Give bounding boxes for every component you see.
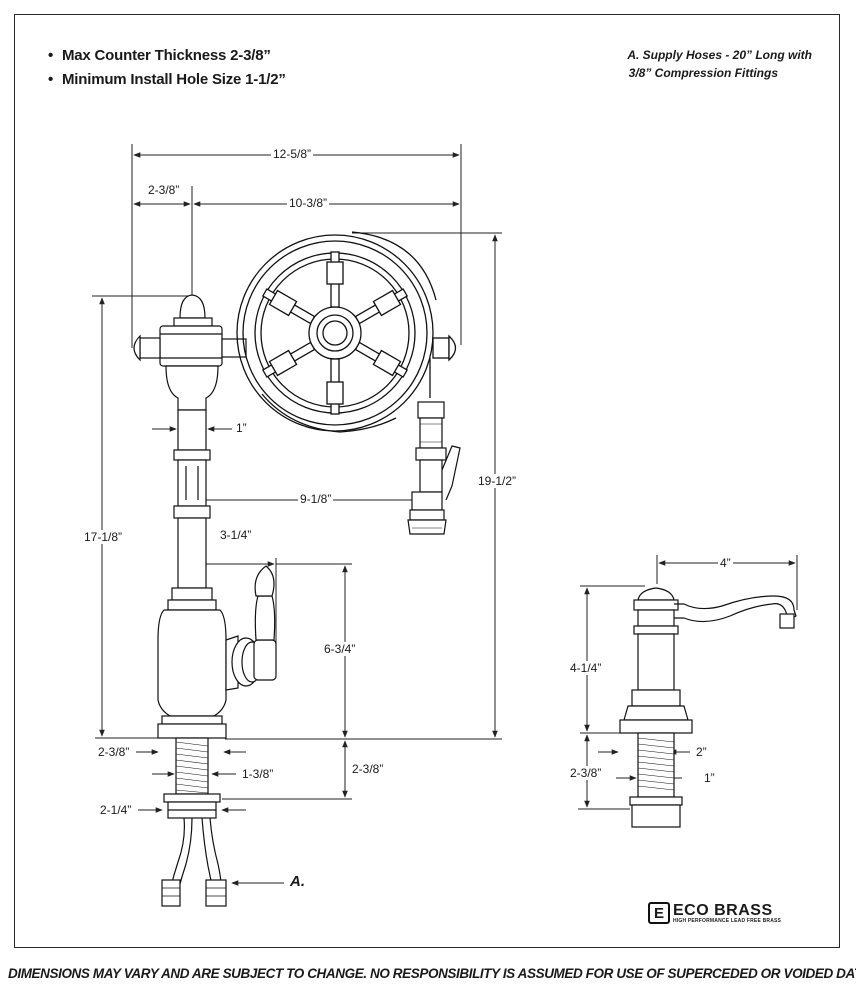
dim-overall-height: 19-1/2” [476, 474, 519, 488]
note-counter-thickness: • Max Counter Thickness 2-3/8” [48, 44, 286, 68]
dim-dispenser-base: 2” [694, 745, 709, 759]
supply-note-line2: 3/8” Compression Fittings [628, 66, 778, 80]
supply-hoses [161, 817, 227, 907]
dim-base-width: 2-3/8” [96, 745, 132, 759]
dim-overall-width: 12-5/8” [271, 147, 314, 161]
supply-hose-note: A. Supply Hoses - 20” Long with 3/8” Com… [592, 46, 812, 82]
dim-dispenser-height: 4-1/4” [568, 661, 604, 675]
dim-spout-height: 17-1/8” [82, 530, 125, 544]
note-text: Minimum Install Hole Size 1-1/2” [62, 71, 286, 88]
faucet-body [133, 294, 277, 819]
supply-note-line1: A. Supply Hoses - 20” Long with [627, 48, 812, 62]
note-text: Max Counter Thickness 2-3/8” [62, 47, 271, 64]
eco-brass-mark-icon: E [648, 902, 670, 924]
dim-lever-reach: 3-1/4” [218, 528, 254, 542]
dim-shank-length: 2-3/8” [350, 762, 386, 776]
pull-down-sprayer [407, 401, 461, 535]
dim-wheel-span: 10-3/8” [287, 196, 330, 210]
shank-threads [175, 741, 209, 794]
dim-dispenser-shank-length: 2-3/8” [568, 766, 604, 780]
dim-handle-offset: 2-3/8” [146, 183, 182, 197]
dispenser-threads [637, 737, 675, 791]
bullet-icon: • [48, 71, 54, 88]
spec-notes: • Max Counter Thickness 2-3/8” • Minimum I… [48, 44, 286, 92]
dim-shank-width: 1-3/8” [240, 767, 276, 781]
note-install-hole: • Minimum Install Hole Size 1-1/2” [48, 68, 286, 92]
dim-dispenser-shank-width: 1” [702, 771, 717, 785]
hose-fittings [162, 887, 226, 897]
soap-dispenser [619, 587, 797, 828]
disclaimer: DIMENSIONS MAY VARY AND ARE SUBJECT TO C… [8, 966, 856, 981]
bullet-icon: • [48, 47, 54, 64]
logo-brand: ECO BRASS [673, 901, 773, 919]
dim-dispenser-reach: 4” [718, 556, 733, 570]
ship-wheel-handle [236, 231, 457, 433]
dim-lever-height: 6-3/4” [322, 642, 358, 656]
logo-tagline: HIGH PERFORMANCE LEAD FREE BRASS [673, 917, 782, 924]
dim-column-width: 1” [234, 421, 249, 435]
sprayer-face [412, 423, 442, 529]
drawing-frame [14, 14, 840, 948]
dim-reach: 9-1/8” [298, 492, 334, 506]
dim-nut-width: 2-1/4” [98, 803, 134, 817]
callout-a-label: A. [290, 873, 305, 890]
eco-brass-logo: E ECO BRASS HIGH PERFORMANCE LEAD FREE B… [648, 902, 781, 924]
